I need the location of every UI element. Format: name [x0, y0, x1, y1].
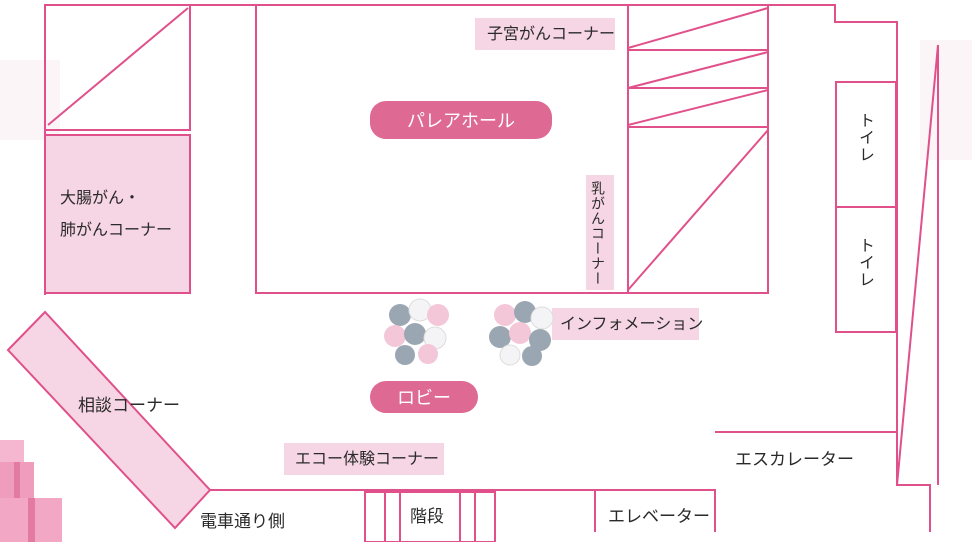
balloon-cluster-icon	[384, 298, 449, 365]
colon-lung-cancer-corner-label-2: 肺がんコーナー	[60, 220, 173, 239]
echo-experience-corner-label: エコー体験コーナー	[295, 449, 440, 468]
toilet-label-2: トイレ	[856, 237, 875, 288]
elevator-label: エレベーター	[608, 507, 710, 527]
room-top-left	[44, 4, 191, 131]
stairs-label: 階段	[410, 507, 444, 527]
escalator-label: エスカレーター	[735, 450, 854, 470]
breast-cancer-corner-label: 乳がんコーナー	[589, 181, 605, 286]
parea-hall-label: パレアホール	[370, 101, 552, 139]
cervical-cancer-corner-label: 子宮がんコーナー	[487, 24, 616, 43]
balloon-cluster-icon	[489, 301, 554, 366]
information-label: インフォメーション	[560, 314, 704, 333]
train-street-side-label: 電車通り側	[200, 512, 285, 532]
colon-lung-cancer-corner-label-1: 大腸がん・	[60, 188, 141, 207]
lobby-label: ロビー	[370, 381, 478, 413]
consultation-corner-label: 相談コーナー	[78, 396, 180, 416]
toilet-label-1: トイレ	[856, 112, 875, 163]
gift-box-icon	[0, 440, 62, 542]
